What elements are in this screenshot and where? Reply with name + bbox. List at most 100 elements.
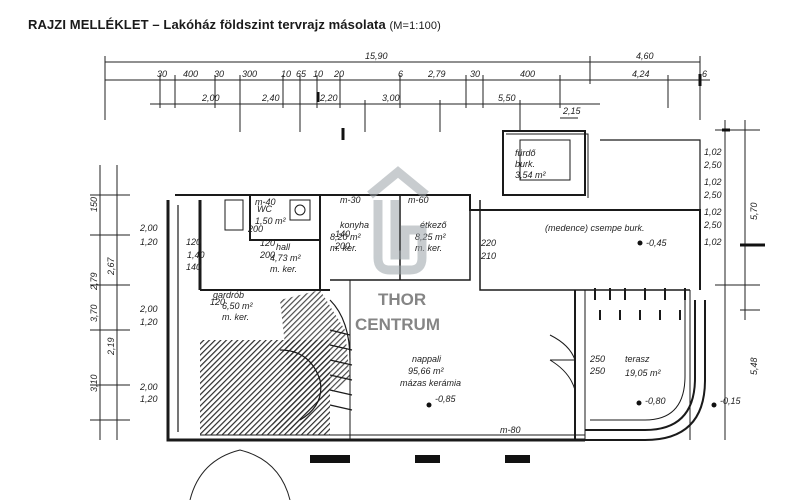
- dim-label: 250: [589, 354, 605, 364]
- dim-label: 250: [589, 366, 605, 376]
- watermark-line1: THOR: [378, 290, 426, 309]
- dim-label: 30: [157, 69, 167, 79]
- living-room-door: [549, 334, 576, 391]
- dim-label: 1,20: [140, 237, 158, 247]
- left-inner-labels: 2,00 1,20 1,40 2,00 1,20 2,00 1,20: [139, 223, 205, 404]
- terrace-curve: [585, 300, 706, 441]
- dim-label: m-60: [408, 195, 429, 205]
- room-floor: m. ker.: [415, 243, 442, 253]
- dim-right-548: 5,48: [749, 357, 759, 375]
- dim-label: 1,02: [704, 207, 722, 217]
- dim-label: 2,19: [106, 337, 116, 356]
- level-label: -0,15: [720, 396, 742, 406]
- level-marker: -0,85: [426, 394, 457, 408]
- dim-label: 2,50: [703, 190, 722, 200]
- room-name: étkező: [420, 220, 448, 230]
- room-medence: (medence) csempe burk.: [545, 223, 645, 233]
- top-dimension-ticks: [316, 74, 702, 140]
- title-scale: (M=1:100): [389, 20, 441, 32]
- dim-label: 2,79: [427, 69, 446, 79]
- level-label: -0,45: [646, 238, 668, 248]
- dim-label: 200: [334, 241, 350, 251]
- hatched-stair-area: [200, 290, 350, 435]
- dim-label: 1,02: [704, 147, 722, 157]
- room-nappali: nappali 95,66 m² mázas kerámia: [400, 354, 461, 388]
- wall-markers: [310, 455, 530, 463]
- document-title: RAJZI MELLÉKLET – Lakóház földszint terv…: [28, 17, 441, 32]
- room-area: 3,54 m²: [515, 170, 547, 180]
- dim-label: 65: [296, 69, 307, 79]
- dim-label: 150: [89, 197, 99, 212]
- dim-label: 120: [260, 238, 275, 248]
- dim-label: 2,40: [261, 93, 280, 103]
- left-outer-labels: 150 2,67 2,79 3,70 2,19 3,10: [89, 197, 116, 392]
- dim-label: 30: [214, 69, 224, 79]
- dim-label: m-80: [500, 425, 521, 435]
- dim-label: 10: [313, 69, 323, 79]
- room-terasz: terasz 19,05 m²: [625, 354, 662, 378]
- dim-label: 140: [335, 229, 350, 239]
- room-floor: burk.: [515, 159, 535, 169]
- room-name: konyha: [340, 220, 369, 230]
- dim-label: 2,67: [106, 256, 116, 276]
- dim-label: 6: [702, 69, 707, 79]
- level-markers: -0,45 -0,85 -0,80 -0,15: [426, 238, 742, 408]
- watermark: THOR CENTRUM: [355, 166, 440, 334]
- level-marker: -0,15: [711, 396, 742, 408]
- room-name: fürdő: [515, 148, 537, 158]
- top-dimension-lines: [104, 56, 710, 132]
- dim-label: 2,00: [139, 382, 158, 392]
- dim-label: 10: [281, 69, 291, 79]
- dim-label: 2,00: [139, 223, 158, 233]
- dim-label: 1,20: [140, 317, 158, 327]
- room-gardrob: gardrób 6,50 m² m. ker.: [213, 290, 254, 322]
- dim-label: 5,50: [498, 93, 516, 103]
- room-wc: WC 1,50 m²: [255, 204, 287, 226]
- dim-label: 1,02: [704, 237, 722, 247]
- level-marker: -0,45: [637, 238, 668, 248]
- right-vertical-labels: 1,02 2,50 1,02 2,50 1,02 2,50 1,02: [703, 147, 722, 247]
- title-text: RAJZI MELLÉKLET – Lakóház földszint terv…: [28, 17, 386, 32]
- dim-label: 120: [210, 297, 225, 307]
- room-etkezo: étkező 8,25 m² m. ker.: [415, 220, 448, 253]
- stair-arcs: [279, 299, 353, 421]
- room-area: 4,73 m²: [270, 253, 302, 263]
- dim-label: 30: [470, 69, 480, 79]
- left-dimension-lines: [90, 165, 130, 440]
- dim-label: 1,02: [704, 177, 722, 187]
- dim-label: 1,40: [187, 250, 205, 260]
- level-marker: -0,80: [636, 396, 666, 406]
- watermark-line2: CENTRUM: [355, 315, 440, 334]
- room-floor: m. ker.: [330, 243, 357, 253]
- dim-right-570: 5,70: [749, 202, 759, 220]
- interior-dimensions: 220 210 250 250 120 200 140 200 120 140 …: [186, 224, 605, 376]
- room-floor: m. ker.: [270, 264, 297, 274]
- room-hall: hall 4,73 m² m. ker.: [270, 242, 302, 274]
- room-name: hall: [276, 242, 291, 252]
- dim-label: 20: [333, 69, 344, 79]
- dim-top-total: 15,90: [365, 51, 388, 61]
- dim-label: 220: [480, 238, 496, 248]
- dim-label: 2,00: [139, 304, 158, 314]
- opening-labels: m-30 m-60 m-40 m-80: [255, 195, 521, 435]
- terrace-posts: [594, 288, 686, 320]
- room-floor: m. ker.: [222, 312, 249, 322]
- level-label: -0,85: [435, 394, 457, 404]
- room-area: 1,50 m²: [255, 216, 287, 226]
- dim-label: 120: [186, 237, 201, 247]
- bathroom-fixtures: [224, 139, 571, 231]
- room-floor: mázas kerámia: [400, 378, 461, 388]
- watermark-logo-icon: [367, 166, 429, 275]
- dim-label: 200: [247, 224, 263, 234]
- dim-small-215: 2,15: [562, 106, 582, 116]
- dim-label: 2,20: [319, 93, 338, 103]
- dim-top-right: 4,60: [636, 51, 654, 61]
- dim-label: 1,20: [140, 394, 158, 404]
- dim-label: 140: [186, 262, 201, 272]
- dim-row2: 2,00 2,40 2,20 3,00 5,50: [201, 93, 516, 103]
- room-area: 95,66 m²: [408, 366, 445, 376]
- right-dimension-lines: [715, 120, 760, 440]
- dim-label: 400: [520, 69, 535, 79]
- room-area: 8,20 m²: [330, 232, 362, 242]
